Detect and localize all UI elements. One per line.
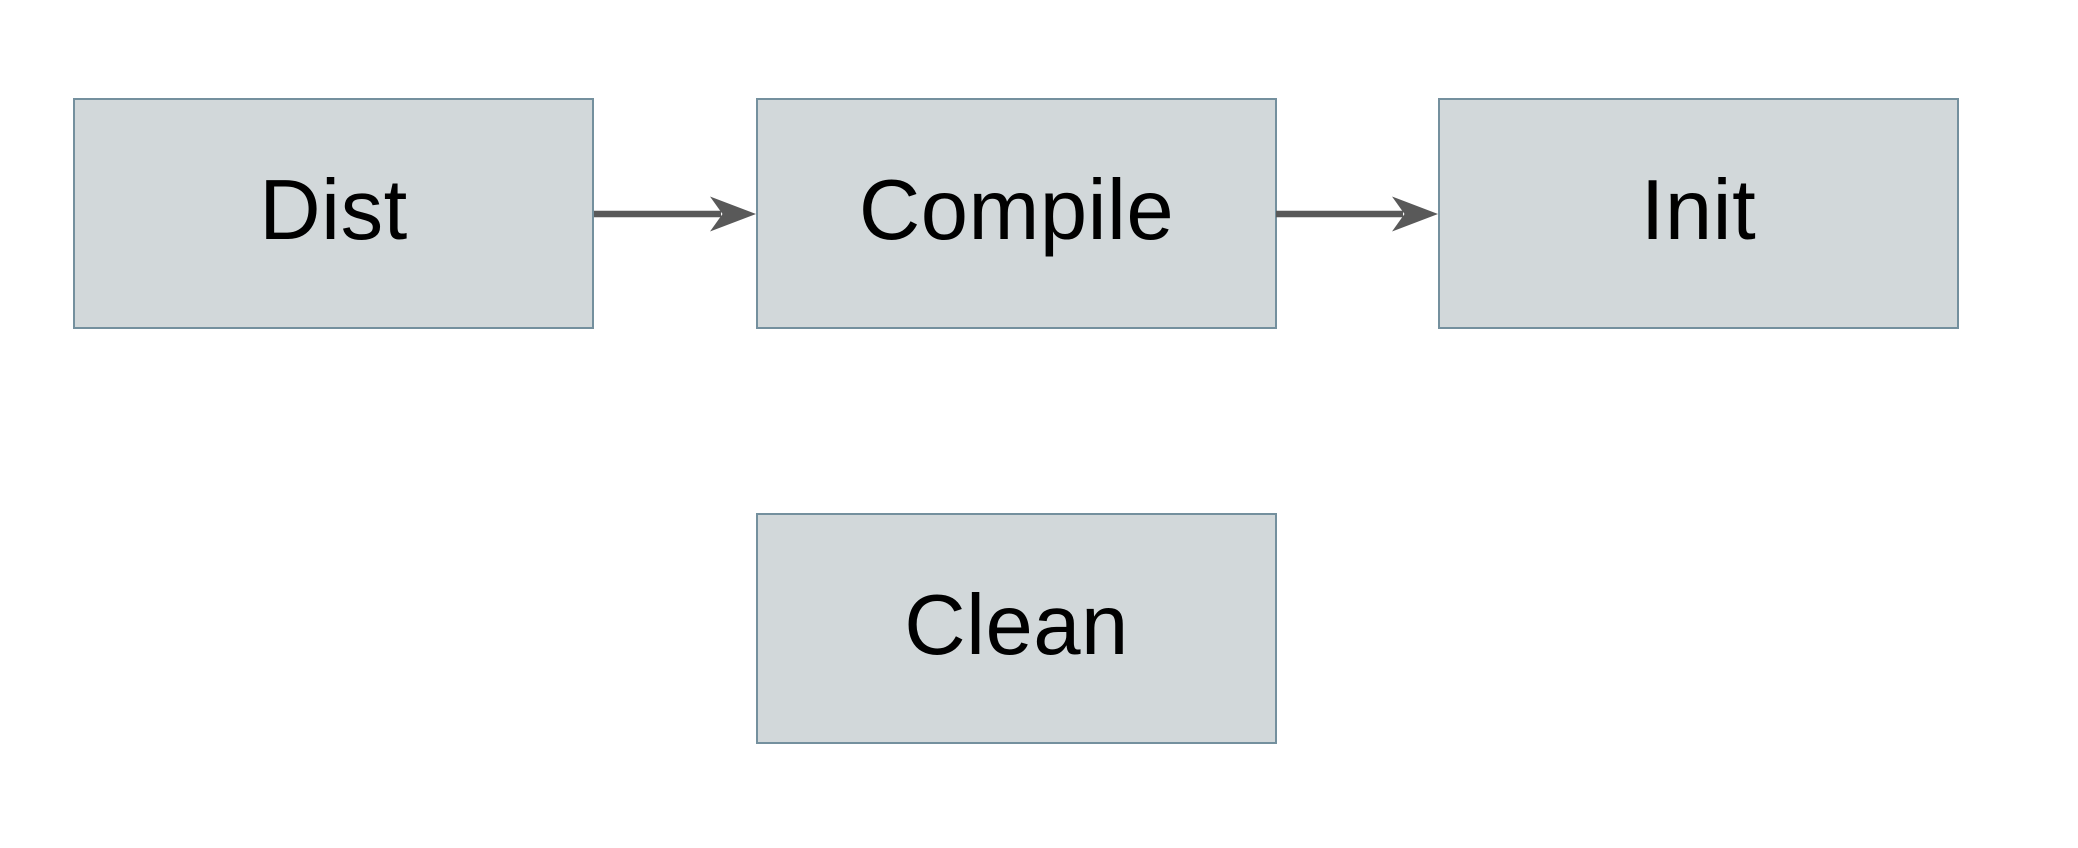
arrow-dist-to-compile-icon [594, 196, 756, 232]
node-init-label: Init [1640, 163, 1757, 258]
node-clean-label: Clean [904, 578, 1129, 673]
node-compile[interactable]: Compile [756, 98, 1277, 329]
node-compile-label: Compile [858, 163, 1175, 258]
node-clean[interactable]: Clean [756, 513, 1277, 744]
node-dist-label: Dist [259, 163, 408, 258]
node-dist[interactable]: Dist [73, 98, 594, 329]
arrow-compile-to-init-icon [1276, 196, 1438, 232]
node-init[interactable]: Init [1438, 98, 1959, 329]
